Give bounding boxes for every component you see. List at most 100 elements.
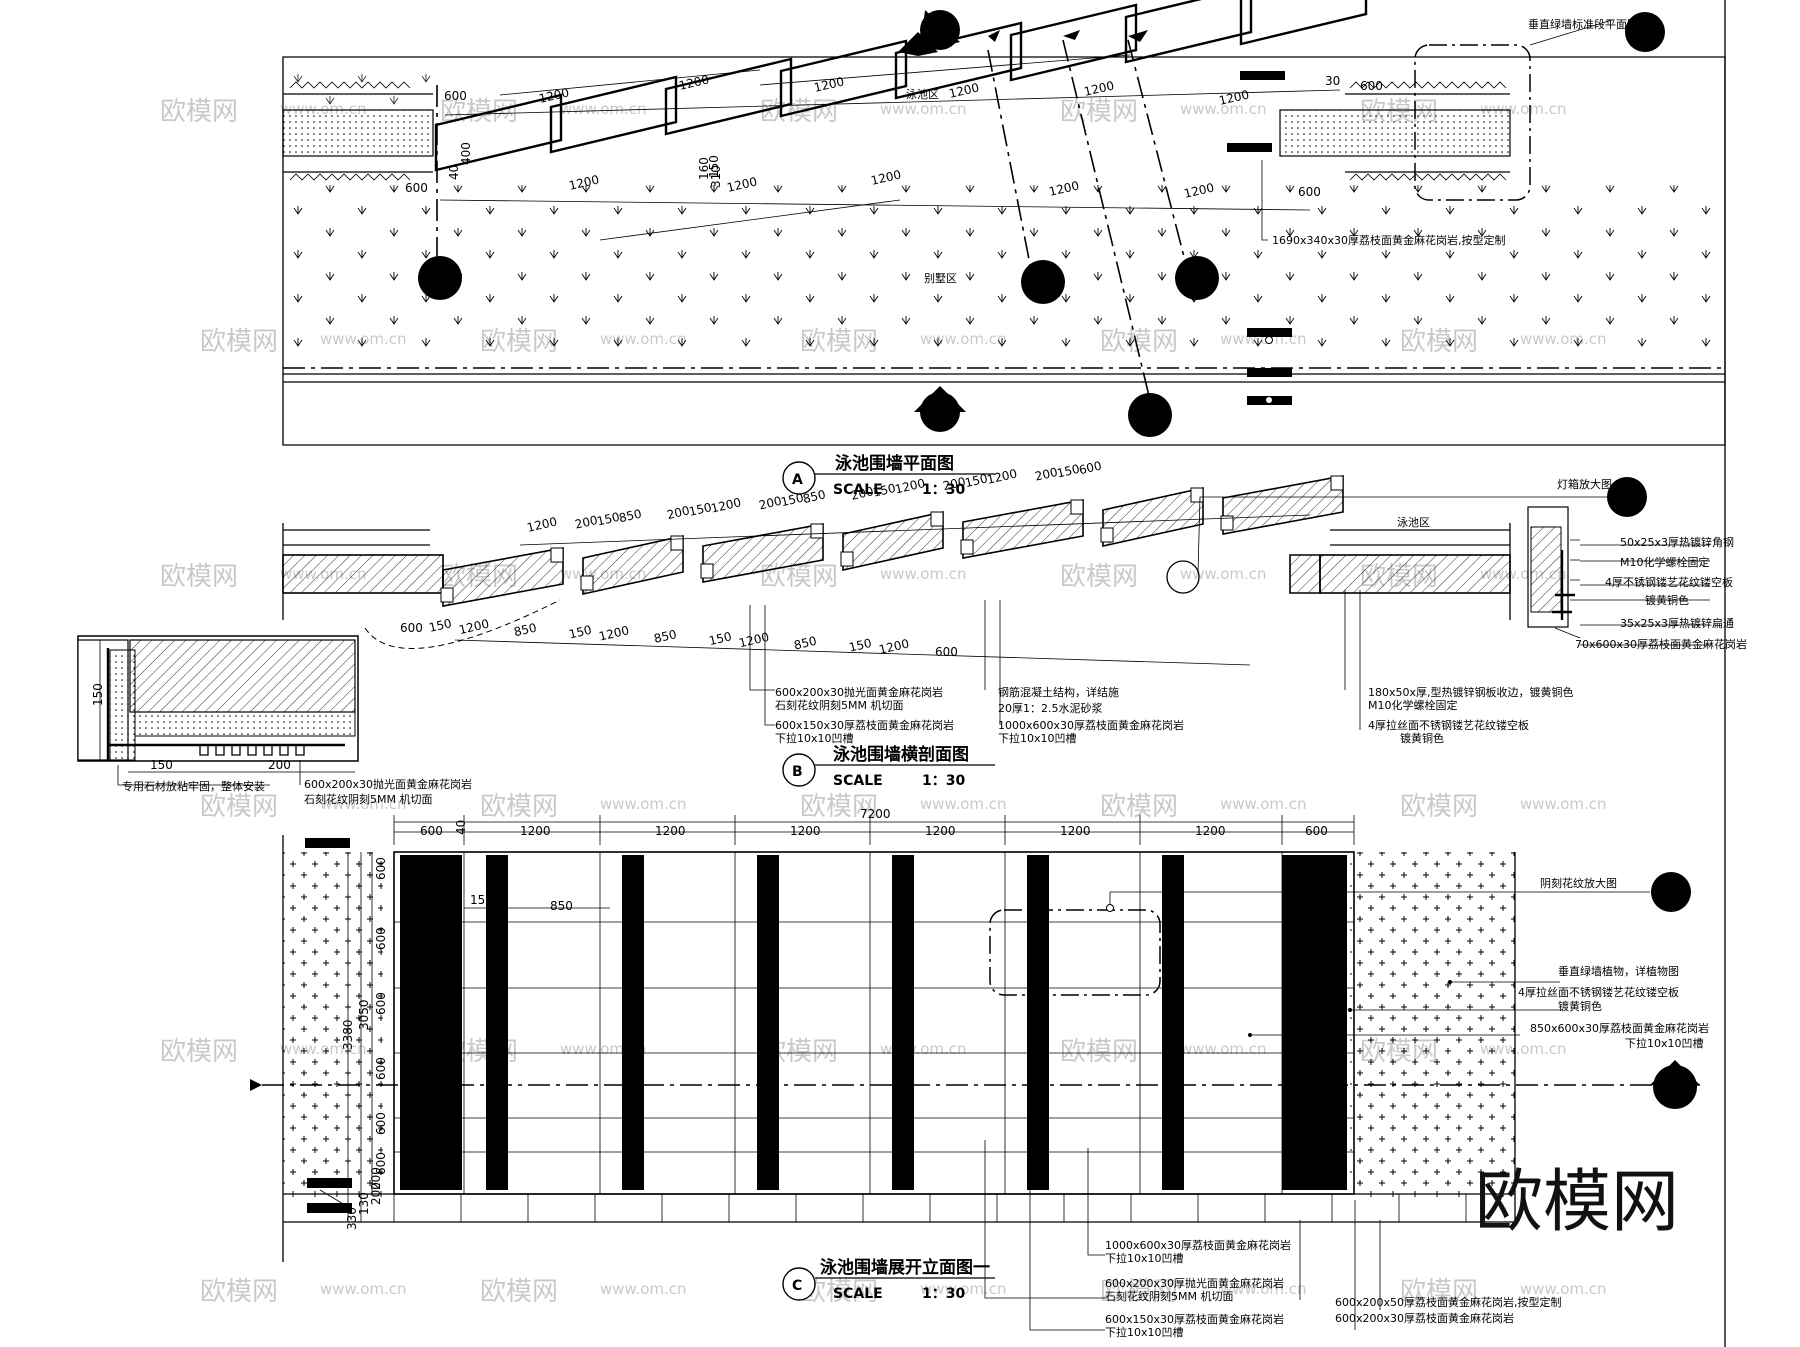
section-bottom-notes: 600x200x30抛光面黄金麻花岗岩 石刻花纹阴刻5MM 机切面 600x15… (749, 590, 1574, 745)
section-dim-upper: 150 (964, 471, 989, 490)
note-stone-1000-e2: 下拉10x10凹槽 (1105, 1251, 1184, 1265)
elev-carved-panel-right (1282, 855, 1347, 1190)
elev-dim-vertical: 600 (374, 857, 388, 880)
elev-dim-inner: 850 (550, 899, 573, 913)
right-wall-stub (1279, 109, 1511, 157)
watermark-small: www.om.cn (560, 100, 647, 118)
section-dim-upper: 1200 (710, 495, 743, 516)
section-wall-block (842, 511, 944, 571)
note-stone-1000-2: 下拉10x10凹槽 (998, 731, 1077, 745)
plan-scale-value: 1：30 (922, 482, 965, 498)
watermark-small: www.om.cn (1220, 795, 1307, 813)
title-marker-c-letter: C (792, 1278, 802, 1294)
elev-dim-top: 1200 (925, 824, 956, 838)
elev-dim-overall-v: 330 (345, 1207, 359, 1230)
section-block-notch (810, 523, 824, 539)
elev-carved-strip (892, 855, 914, 1190)
cut-marker-a3 (1175, 256, 1219, 300)
section-wall-block (1102, 487, 1204, 547)
watermark-small: www.om.cn (880, 100, 967, 118)
note-stone-850-1: 850x600x30厚荔枝面黄金麻花岗岩 (1530, 1021, 1709, 1035)
section-scale-label: SCALE (833, 773, 883, 789)
elev-dim-overall-v: 3050 (357, 999, 371, 1030)
elev-carved-strip (486, 855, 508, 1190)
note-mortar: 20厚1：2.5水泥砂浆 (998, 701, 1103, 715)
plan-dim-upper: 1200 (948, 80, 981, 101)
watermark-big: 欧模网 (200, 1277, 278, 1307)
section-block-notch (670, 535, 684, 551)
note-plated-2: 镀黄铜色 (1400, 731, 1444, 745)
note-stone-1000-1: 1000x600x30厚荔枝面黄金麻花岗岩 (998, 718, 1184, 732)
elevation-title: 泳池围墙展开立面图一 (820, 1257, 990, 1278)
section-block-notch (960, 539, 974, 555)
section-wall-blocks (440, 475, 1344, 607)
note-ss-plate-2: 4厚拉丝面不锈钢镂艺花纹镂空板 (1368, 718, 1529, 732)
green-wall-callout-box (1414, 44, 1531, 201)
section-right-notes: 50x25x3厚热镀锌角钢 M10化学螺栓固定 4厚不锈钢镂艺花纹镂空板 镀黄铜… (1575, 535, 1747, 651)
watermark-small: www.om.cn (1180, 100, 1267, 118)
plan-dim-lower: 600 (405, 181, 428, 195)
watermark-big: 欧模网 (1100, 792, 1178, 822)
plan-dim-line-upper (444, 89, 1341, 116)
elev-dim-vertical: 600 (374, 992, 388, 1015)
note-ss-plate: 4厚不锈钢镂艺花纹镂空板 (1605, 575, 1733, 589)
section-dim-lower: 150 (428, 616, 453, 635)
plan-dim-upper: 600 (444, 89, 467, 103)
note-stone-50-2: 600x200x30厚荔枝面黄金麻花岗岩 (1335, 1311, 1514, 1325)
detail-note: 专用石材放粘牢固，整体安装 (122, 779, 265, 793)
elev-right-plants (1350, 852, 1515, 1202)
section-view: 150 150 200 专用石材放粘牢固，整体安装 600x200x30抛光面黄… (77, 459, 1747, 806)
elev-dim-vertical: 600 (374, 1152, 388, 1175)
note-steel-35: 35x25x3厚热镀锌扁通 (1620, 616, 1734, 630)
section-dim-upper: 200 (758, 494, 783, 513)
section-block-notch (1330, 475, 1344, 491)
section-block-notch (580, 575, 594, 591)
watermark-small: www.om.cn (1520, 795, 1607, 813)
elev-dim-overall-v: 200 (369, 1167, 383, 1190)
note-stone-polished-e1: 600x200x30厚抛光面黄金麻花岗岩 (1105, 1276, 1284, 1290)
watermark-big: 欧模网 (200, 792, 278, 822)
level-bar-1 (1240, 71, 1285, 80)
watermark-small: www.om.cn (880, 565, 967, 583)
elev-dim-vertical: 600 (374, 1112, 388, 1135)
title-marker-b-letter: B (792, 764, 803, 780)
plan-dim-upper: 1200 (1083, 78, 1116, 99)
section-wall-block (1222, 475, 1344, 535)
note-plated-e: 镀黄铜色 (1558, 999, 1602, 1013)
plan-dim-small: 160 (697, 157, 711, 180)
note-stone-150-1: 600x150x30厚荔枝面黄金麻花岗岩 (775, 718, 954, 732)
watermark-small: www.om.cn (320, 795, 407, 813)
elevation-scale-label: SCALE (833, 1286, 883, 1302)
lawn-hatch-2 (290, 62, 435, 107)
plan-dim-lower: 1200 (870, 167, 903, 188)
watermark-big: 欧模网 (200, 327, 278, 357)
elev-carved-strip (622, 855, 644, 1190)
note-carving-detail: 阴刻花纹放大图 (1540, 876, 1617, 890)
watermark-big: 欧模网 (1400, 792, 1478, 822)
section-dim-lower: 850 (793, 634, 818, 653)
elev-dim-top: 1200 (1060, 824, 1091, 838)
elev-dim-inner: 150 (470, 893, 493, 907)
elev-dim-top: 600 (1305, 824, 1328, 838)
section-block-notch (1070, 499, 1084, 515)
detail-dim-w1: 150 (150, 758, 173, 772)
plan-title: 泳池围墙平面图 (835, 453, 954, 474)
watermark-big: 欧模网 (160, 97, 238, 127)
note-stone-1000-e1: 1000x600x30厚荔枝面黄金麻花岗岩 (1105, 1238, 1291, 1252)
watermark-big: 欧模网 (1100, 1277, 1178, 1307)
note-m10-a: M10化学螺栓固定 (1620, 555, 1710, 569)
elev-base-course (393, 1194, 1467, 1222)
brand-watermark: 欧模网 (1475, 1163, 1679, 1242)
watermark-small: www.om.cn (1180, 565, 1267, 583)
plan-dim-lower: 1200 (1183, 180, 1216, 201)
section-block-notch (1220, 515, 1234, 531)
plan-dim-aux (499, 54, 1131, 241)
elev-dim-overall-v: 3380 (341, 1019, 355, 1050)
section-dim-line-upper (519, 514, 1311, 546)
section-block-notch (700, 563, 714, 579)
section-dim-upper: 200 (574, 513, 599, 532)
